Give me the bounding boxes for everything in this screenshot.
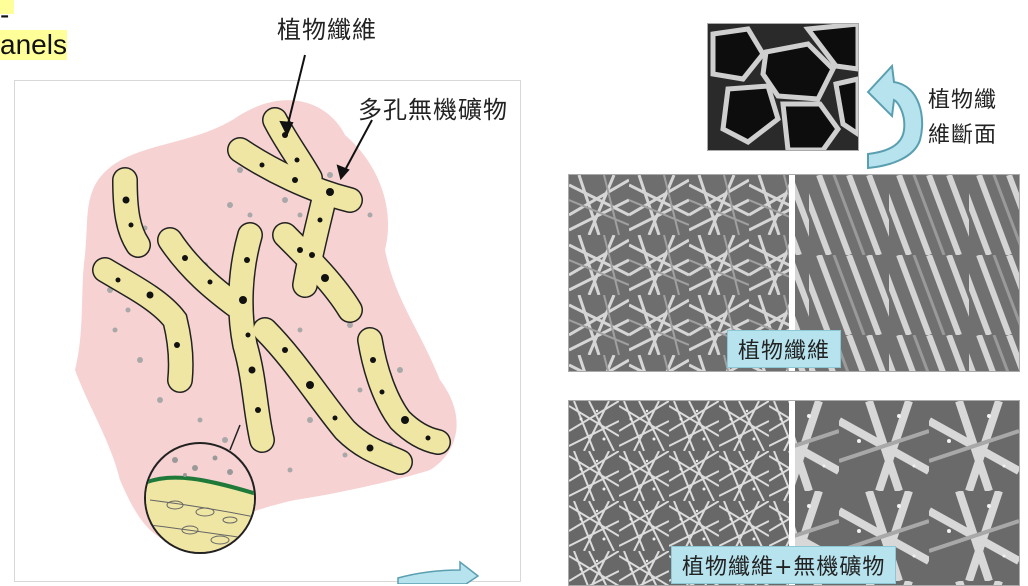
- label-porous-mineral: 多孔無機礦物: [358, 90, 508, 125]
- label-cross-section-2: 維斷面: [928, 117, 997, 149]
- label-cross-section-1: 植物纖: [928, 82, 997, 114]
- label-plant-fiber: 植物纖維: [277, 10, 377, 45]
- caption-plant-fiber: 植物纖維: [727, 330, 841, 368]
- curved-arrow-icon: [860, 58, 930, 178]
- caption-plant-fiber-mineral: 植物纖維+無機礦物: [671, 546, 896, 584]
- fiber-mineral-diagram: [0, 0, 560, 584]
- fiber-cross-section-photo: [707, 23, 859, 151]
- cyan-arrow-icon: [398, 562, 478, 584]
